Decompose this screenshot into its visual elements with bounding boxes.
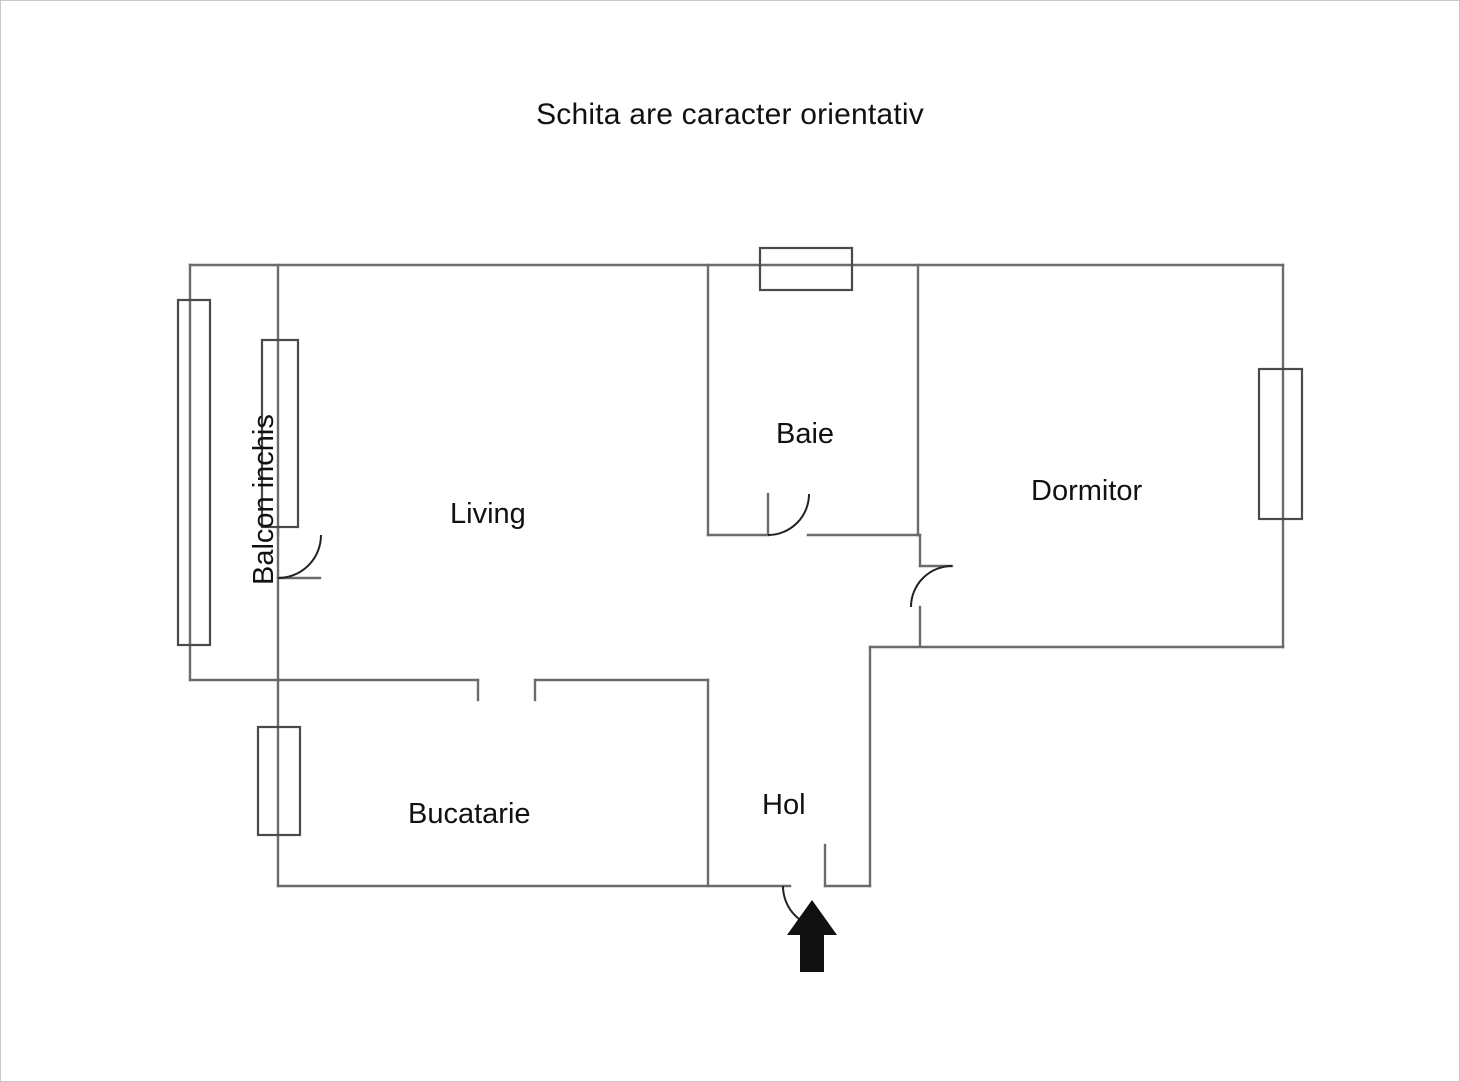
room-label-bucatarie: Bucatarie <box>408 798 531 830</box>
living-balcon-window <box>260 338 300 529</box>
room-label-hol: Hol <box>762 789 806 821</box>
bucatarie-left-window <box>256 725 302 837</box>
dormitor-right-window <box>1257 367 1304 521</box>
baie-top-window <box>758 246 854 292</box>
walls-group <box>188 263 1285 888</box>
room-label-living: Living <box>450 498 526 530</box>
baie-door-arc <box>767 493 810 536</box>
windows-group <box>176 246 1304 837</box>
page-title: Schita are caracter orientativ <box>536 98 924 131</box>
room-label-baie: Baie <box>776 418 835 450</box>
doors-group <box>277 493 953 929</box>
entrance-arrow-group <box>787 900 837 972</box>
entrance-direction-arrow <box>787 900 837 972</box>
balcon-exterior-window <box>176 298 212 647</box>
balcon-door-arc <box>277 534 322 579</box>
dormitor-door-arc <box>910 565 953 608</box>
room-label-balcon: Balcon inchis <box>248 414 280 585</box>
room-label-dormitor: Dormitor <box>1031 475 1143 507</box>
